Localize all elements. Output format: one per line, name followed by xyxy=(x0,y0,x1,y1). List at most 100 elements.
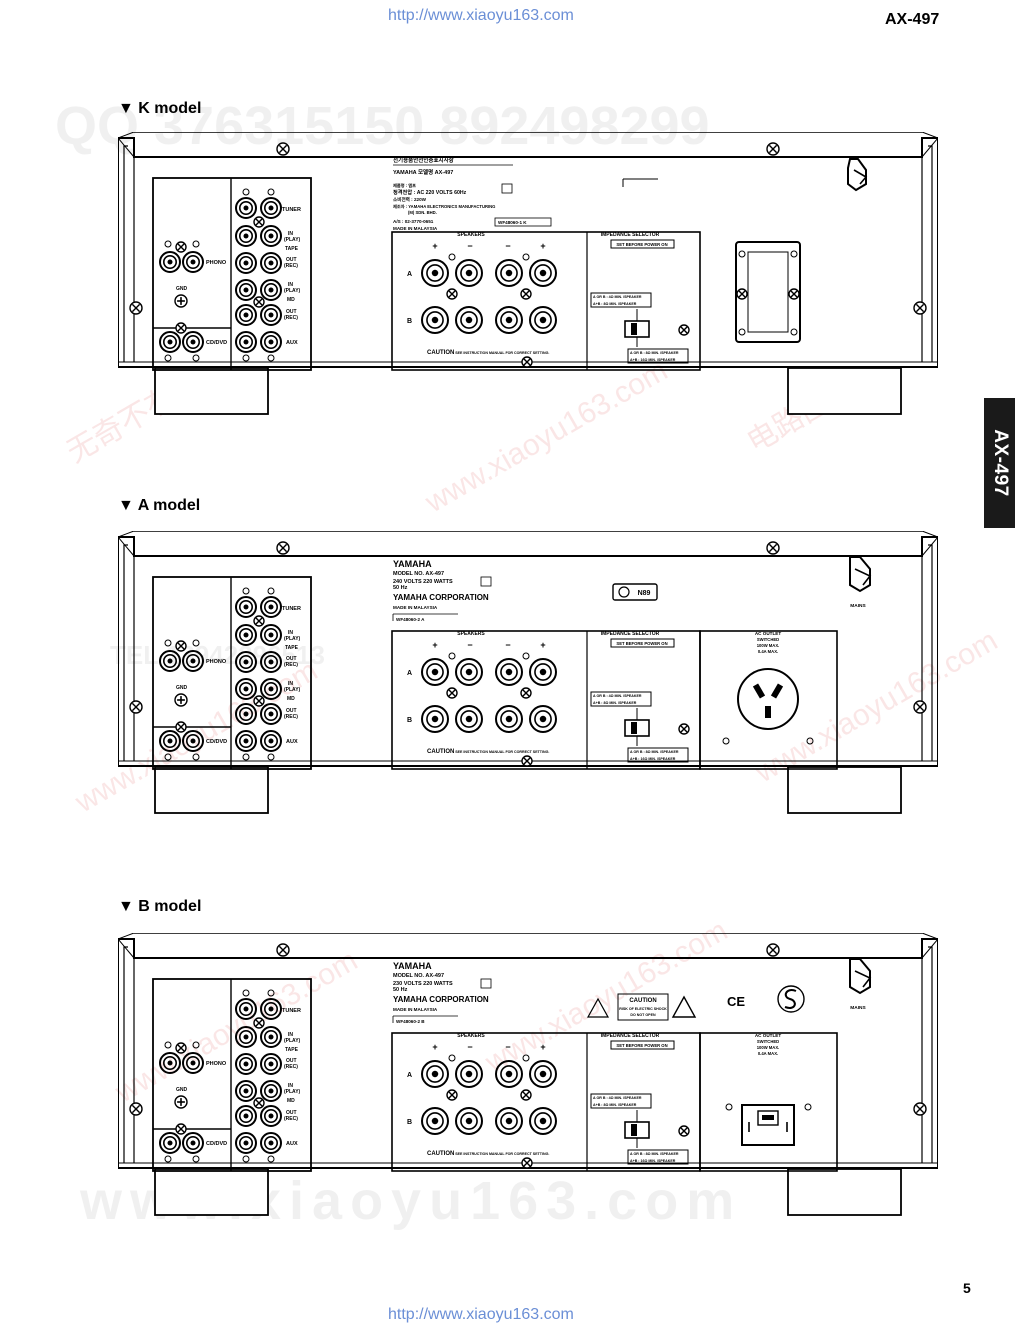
m0-corner-r xyxy=(921,132,938,139)
m2-spk-b-0 xyxy=(421,1107,449,1135)
m1-jack-r-5 xyxy=(260,730,282,752)
m1-jack-cd-l-pin xyxy=(167,738,173,744)
m2-jack-l-1-pin xyxy=(243,1034,249,1040)
m2-label-minus2: − xyxy=(505,1042,510,1052)
m0-label-caution-text: : SEE INSTRUCTION MANUAL FOR CORRECT SET… xyxy=(453,351,549,355)
m0-jack-l-0-pin xyxy=(243,205,249,211)
m2-s-mark-letter xyxy=(784,989,797,1009)
m0-jack-r-3-ring xyxy=(264,283,279,298)
m1-dot-b xyxy=(267,587,275,595)
m1-imp-switch-knob xyxy=(631,722,637,734)
m0-screw-side-left-x2 xyxy=(131,303,141,313)
m1-label-minus1: − xyxy=(467,640,472,650)
m2-chassis-inner xyxy=(123,946,933,1163)
m2-dot-s1 xyxy=(448,1054,456,1062)
m0-jack-r-0-ring xyxy=(264,201,279,216)
m1-jack-r-2-ring xyxy=(264,655,279,670)
m2-label-imp1a: A OR B : 4Ω MIN. /SPEAKER xyxy=(593,1096,642,1100)
m1-dot-c xyxy=(242,753,250,761)
m1-spk-a-2 xyxy=(495,658,523,686)
a-model-title: ▼ A model xyxy=(118,497,201,514)
m0-spk-a-2-pin xyxy=(505,269,513,277)
m2-label-play2: (PLAY) xyxy=(284,1089,301,1095)
m1-jack-phono-r-ring xyxy=(186,654,201,669)
m1-spk-b-0-pin xyxy=(431,715,439,723)
footer-url[interactable]: http://www.xiaoyu163.com xyxy=(388,1306,574,1323)
m1-outlet-hole-r xyxy=(806,737,814,745)
m2-label-line-5: MADE IN MALAYSIA xyxy=(393,1007,438,1012)
m2-outlet-hole-r xyxy=(804,1103,812,1111)
m2-jack-l-3-ring xyxy=(239,1084,254,1099)
m0-bracket-hole-1 xyxy=(738,250,746,258)
m2-jack-l-4-pin xyxy=(243,1113,249,1119)
m1-jack-l-2-ring xyxy=(239,655,254,670)
m1-jack-l-4-ring xyxy=(239,707,254,722)
m2-jack-r-5-pin xyxy=(268,1140,274,1146)
m2-jack-cd-r-ring xyxy=(186,1136,201,1151)
header-url[interactable]: http://www.xiaoyu163.com xyxy=(388,7,574,24)
side-tab-label: AX-497 xyxy=(989,429,1011,497)
m1-jack-l-4 xyxy=(235,703,257,725)
m2-label-line-1: MODEL NO. AX-497 xyxy=(393,973,444,979)
m0-cord-bracket xyxy=(735,241,801,343)
m0-spk-a-3 xyxy=(529,259,557,287)
m0-jack-l-4-ring xyxy=(239,308,254,323)
m0-screw-spk-1-x2 xyxy=(448,290,456,298)
m0-jack-l-0 xyxy=(235,197,257,219)
m0-foot-left xyxy=(154,367,269,415)
m0-dot-p2 xyxy=(192,240,200,248)
m2-label-rec: (REC) xyxy=(284,1064,298,1070)
m2-spk-a-0 xyxy=(421,1060,449,1088)
m2-spk-b-1-pin xyxy=(465,1117,473,1125)
m2-spk-a-1-pin xyxy=(465,1070,473,1078)
m2-label-imp1b: A+B : 8Ω MIN. /SPEAKER xyxy=(593,1103,637,1107)
m0-label-in2: IN xyxy=(288,282,293,288)
m2-warning-triangle-2 xyxy=(671,995,697,1018)
m0-label-line-1: YAMAHA 모델명 AX-497 xyxy=(393,168,453,176)
m0-jack-r-1 xyxy=(260,225,282,247)
m0-spk-b-0-ring xyxy=(426,311,444,329)
m2-jack-l-1 xyxy=(235,1026,257,1048)
m0-jack-cd-r-ring xyxy=(186,335,201,350)
m2-spk-a-3-ring xyxy=(534,1065,552,1083)
m1-spk-b-0 xyxy=(421,705,449,733)
m2-spk-a-0-ring xyxy=(426,1065,444,1083)
m2-jack-l-5-pin xyxy=(243,1140,249,1146)
m1-dot-cd1 xyxy=(164,753,172,761)
m2-spk-b-2-ring xyxy=(500,1112,518,1130)
m1-jack-r-2 xyxy=(260,651,282,673)
m1-jack-l-0-pin xyxy=(243,604,249,610)
m0-power-cord xyxy=(847,158,867,192)
m1-spk-b-2-pin xyxy=(505,715,513,723)
m0-spk-a-3-pin xyxy=(539,269,547,277)
m1-imp-box-1 xyxy=(590,691,652,707)
m0-jack-l-1-ring xyxy=(239,229,254,244)
m2-power-cord xyxy=(849,958,871,995)
m2-label-gnd: GND xyxy=(176,1087,188,1093)
m2-jack-l-0-pin xyxy=(243,1006,249,1012)
m1-spk-a-0-ring xyxy=(426,663,444,681)
m2-label-minus1: − xyxy=(467,1042,472,1052)
m0-jack-l-5-pin xyxy=(243,339,249,345)
m2-label-cd: CD/DVD xyxy=(206,1141,227,1147)
m2-jack-l-2-ring xyxy=(239,1057,254,1072)
m1-label-100w: 100W MAX. xyxy=(757,643,780,648)
m0-cord-bracket-inner xyxy=(747,251,789,333)
m2-label-md: MD xyxy=(287,1098,295,1104)
m1-corner-l xyxy=(118,531,135,538)
m2-outlet-contact xyxy=(762,1115,774,1120)
m1-label-imp2a: A OR B : 8Ω MIN. /SPEAKER xyxy=(630,750,679,754)
m2-dot-cd2 xyxy=(192,1155,200,1163)
m0-jack-l-1-pin xyxy=(243,233,249,239)
m2-spk-b-2-pin xyxy=(505,1117,513,1125)
m2-screw-top-right-x2 xyxy=(768,945,778,955)
m0-jack-l-5-ring xyxy=(239,335,254,350)
m0-spk-b-1-ring xyxy=(460,311,478,329)
m1-jack-r-1-ring xyxy=(264,628,279,643)
m0-jack-cd-r xyxy=(182,331,204,353)
m1-spk-b-1-pin xyxy=(465,715,473,723)
m2-jack-r-0-ring xyxy=(264,1002,279,1017)
m2-jack-phono-r-ring xyxy=(186,1056,201,1071)
m1-dot-cd2 xyxy=(192,753,200,761)
header-model: AX-497 xyxy=(885,11,940,28)
